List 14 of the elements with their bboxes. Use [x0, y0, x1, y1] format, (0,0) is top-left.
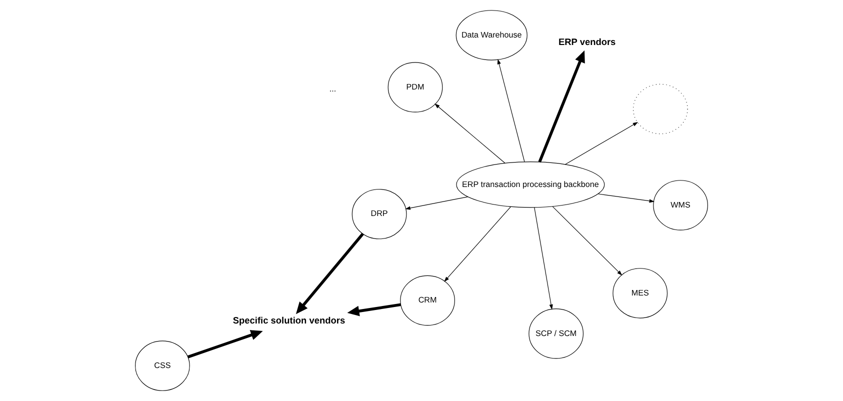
arrow [296, 232, 364, 314]
arrow [187, 330, 263, 358]
arrow [347, 303, 401, 316]
arrow [434, 104, 506, 164]
arrow [598, 194, 655, 203]
arrow [538, 50, 585, 162]
arrow [564, 122, 638, 165]
arrow [444, 206, 512, 282]
arrow [552, 206, 622, 276]
arrow [534, 207, 553, 310]
arrow [497, 58, 525, 162]
arrow [405, 196, 468, 210]
node-text: Specific solution vendors [232, 315, 346, 326]
node-text: ERP vendors [558, 36, 616, 47]
